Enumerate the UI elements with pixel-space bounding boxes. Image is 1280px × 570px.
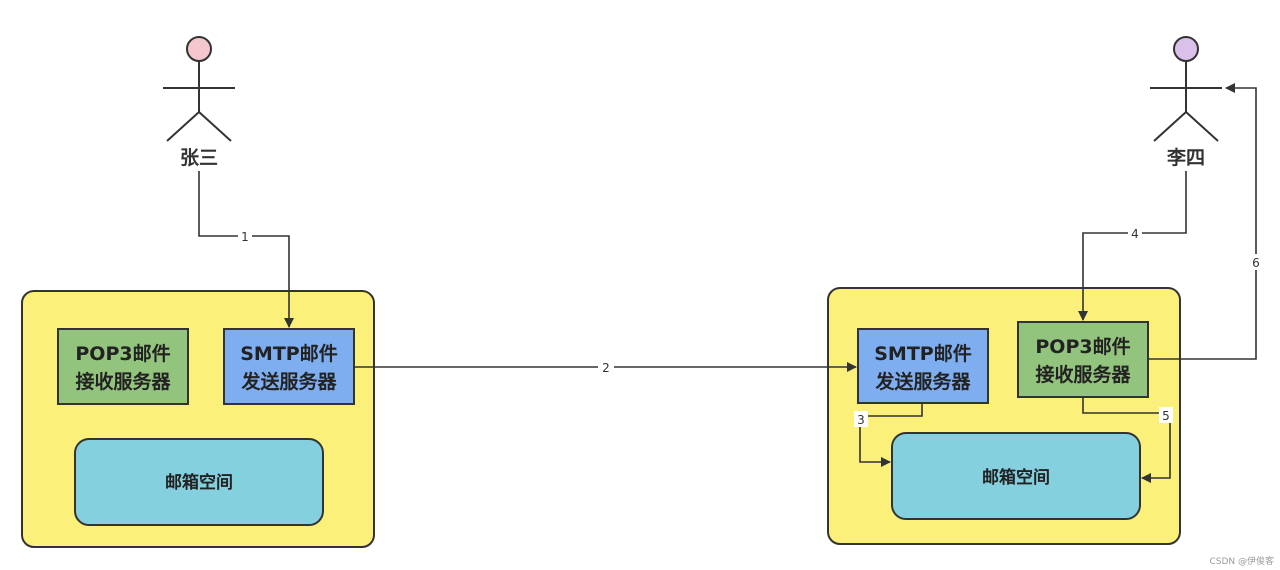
right-smtp-label-line1: SMTP邮件 — [874, 342, 971, 365]
left-pop3-label-line2: 接收服务器 — [75, 370, 171, 393]
left-pop3-label-line1: POP3邮件 — [75, 342, 170, 365]
edge-5-label: 5 — [1162, 409, 1170, 423]
edge-2-label: 2 — [602, 361, 610, 375]
receiver-actor-icon — [1150, 36, 1222, 142]
edge-3-label: 3 — [857, 413, 865, 427]
right-mailbox-label: 邮箱空间 — [982, 467, 1050, 488]
edge-1-label: 1 — [241, 230, 249, 244]
watermark: CSDN @伊俊客 — [1209, 555, 1274, 567]
right-smtp-label-line2: 发送服务器 — [874, 370, 971, 393]
left-smtp-label-line1: SMTP邮件 — [240, 342, 337, 365]
edge-6-label: 6 — [1252, 256, 1260, 270]
receiver-name: 李四 — [1166, 147, 1205, 169]
right-pop3-label-line2: 接收服务器 — [1035, 363, 1131, 386]
left-smtp-label-line2: 发送服务器 — [240, 370, 337, 393]
sender-actor-icon — [163, 36, 235, 142]
left-mailbox-label: 邮箱空间 — [165, 472, 233, 493]
left-mailbox — [74, 438, 324, 526]
edge-6-line — [1148, 83, 1257, 360]
right-mailbox — [891, 432, 1141, 520]
right-smtp-box — [857, 328, 989, 404]
right-pop3-label-line1: POP3邮件 — [1035, 335, 1130, 358]
edge-4-label: 4 — [1131, 227, 1139, 241]
sender-name: 张三 — [180, 147, 218, 169]
receiver-head — [1173, 36, 1199, 62]
left-pop3-box — [57, 328, 189, 405]
sender-head — [186, 36, 212, 62]
